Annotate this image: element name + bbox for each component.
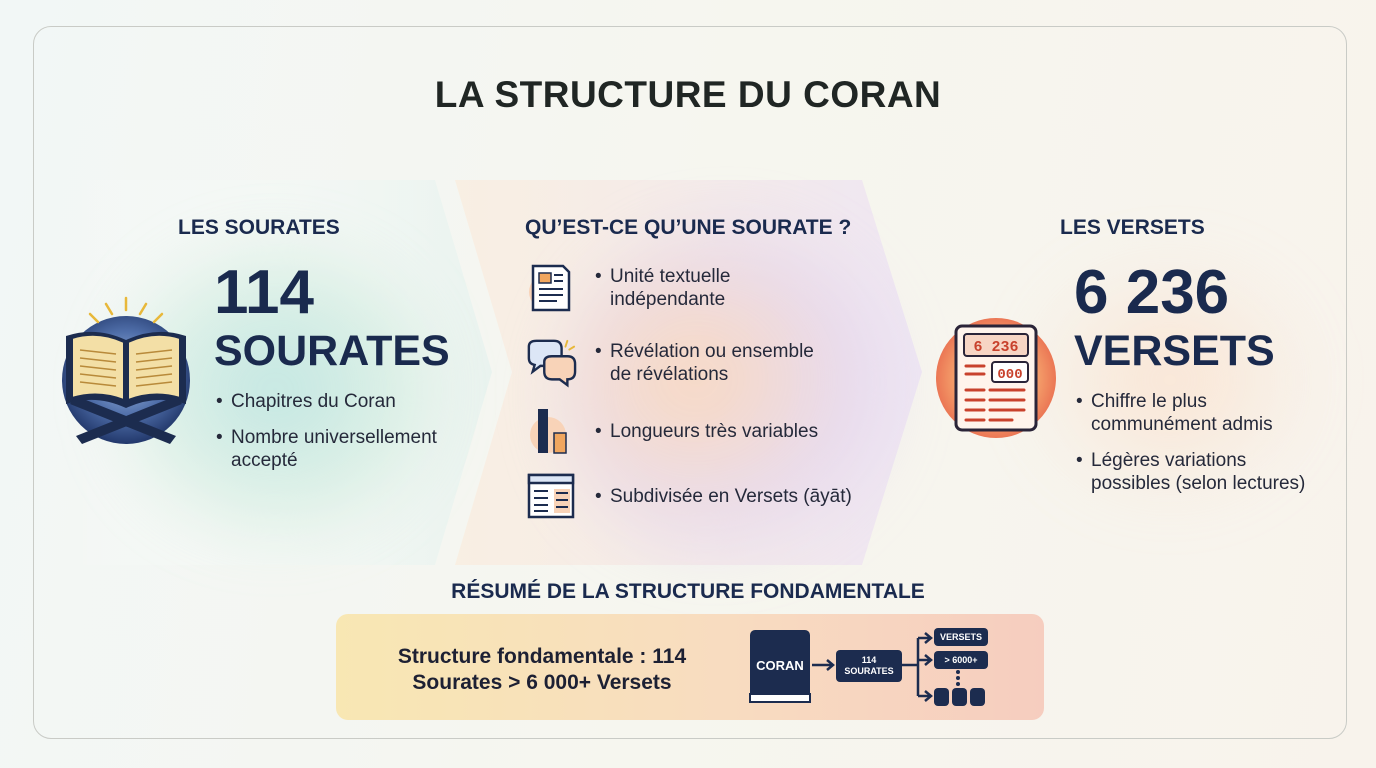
counter-display-icon: 6 236 000: [936, 318, 1056, 438]
document-icon: [529, 264, 571, 312]
versets-count: 6 236: [1074, 258, 1230, 327]
sourates-count: 114: [214, 258, 315, 327]
columns-verses-icon: [527, 473, 575, 519]
summary-box: Structure fondamentale : 114 Sourates > …: [336, 614, 1044, 720]
list-item: Révélation ou ensemble de révélations: [525, 337, 835, 389]
sourates-heading: LES SOURATES: [178, 216, 340, 239]
summary-title: RÉSUMÉ DE LA STRUCTURE FONDAMENTALE: [451, 580, 925, 603]
counter-display-text: 6 236: [973, 339, 1018, 356]
sub-block: [952, 688, 967, 706]
list-item: Longueurs très variables: [525, 405, 845, 457]
versets-bullets: Chiffre le plus communément admis Légère…: [1076, 390, 1326, 508]
sub-block: [934, 688, 949, 706]
sourates-unit: SOURATES: [214, 327, 450, 375]
page-title: LA STRUCTURE DU CORAN: [434, 74, 942, 115]
sourates-block: 114 SOURATES: [836, 650, 902, 682]
sourates-bullets: Chapitres du Coran Nombre universellemen…: [216, 390, 476, 485]
content-frame: [33, 26, 1347, 739]
diagram-arrows: [749, 632, 960, 703]
list-item: Subdivisée en Versets (āyāt): [525, 470, 855, 522]
versets-block: VERSETS: [934, 628, 988, 646]
bar-length-icon: [530, 409, 567, 454]
open-quran-book-icon: [62, 296, 190, 444]
versets-unit: VERSETS: [1074, 327, 1275, 375]
counter-digits-text: 000: [997, 367, 1022, 383]
sourate-definition-heading: QU’EST-CE QU’UNE SOURATE ?: [525, 216, 852, 239]
list-item: Chapitres du Coran: [216, 390, 476, 413]
list-item: Chiffre le plus communément admis: [1076, 390, 1326, 436]
list-item: Unité textuelle indépendante: [525, 262, 795, 314]
versets-heading: LES VERSETS: [1060, 216, 1205, 239]
list-item: Légères variations possibles (selon lect…: [1076, 449, 1326, 495]
speech-bubbles-icon: [527, 339, 577, 388]
sub-block: [970, 688, 985, 706]
list-item: Nombre universellement accepté: [216, 426, 476, 472]
count-block: > 6000+: [934, 651, 988, 669]
coran-book-block: CORAN: [750, 630, 810, 700]
summary-text: Structure fondamentale : 114 Sourates > …: [397, 645, 687, 694]
